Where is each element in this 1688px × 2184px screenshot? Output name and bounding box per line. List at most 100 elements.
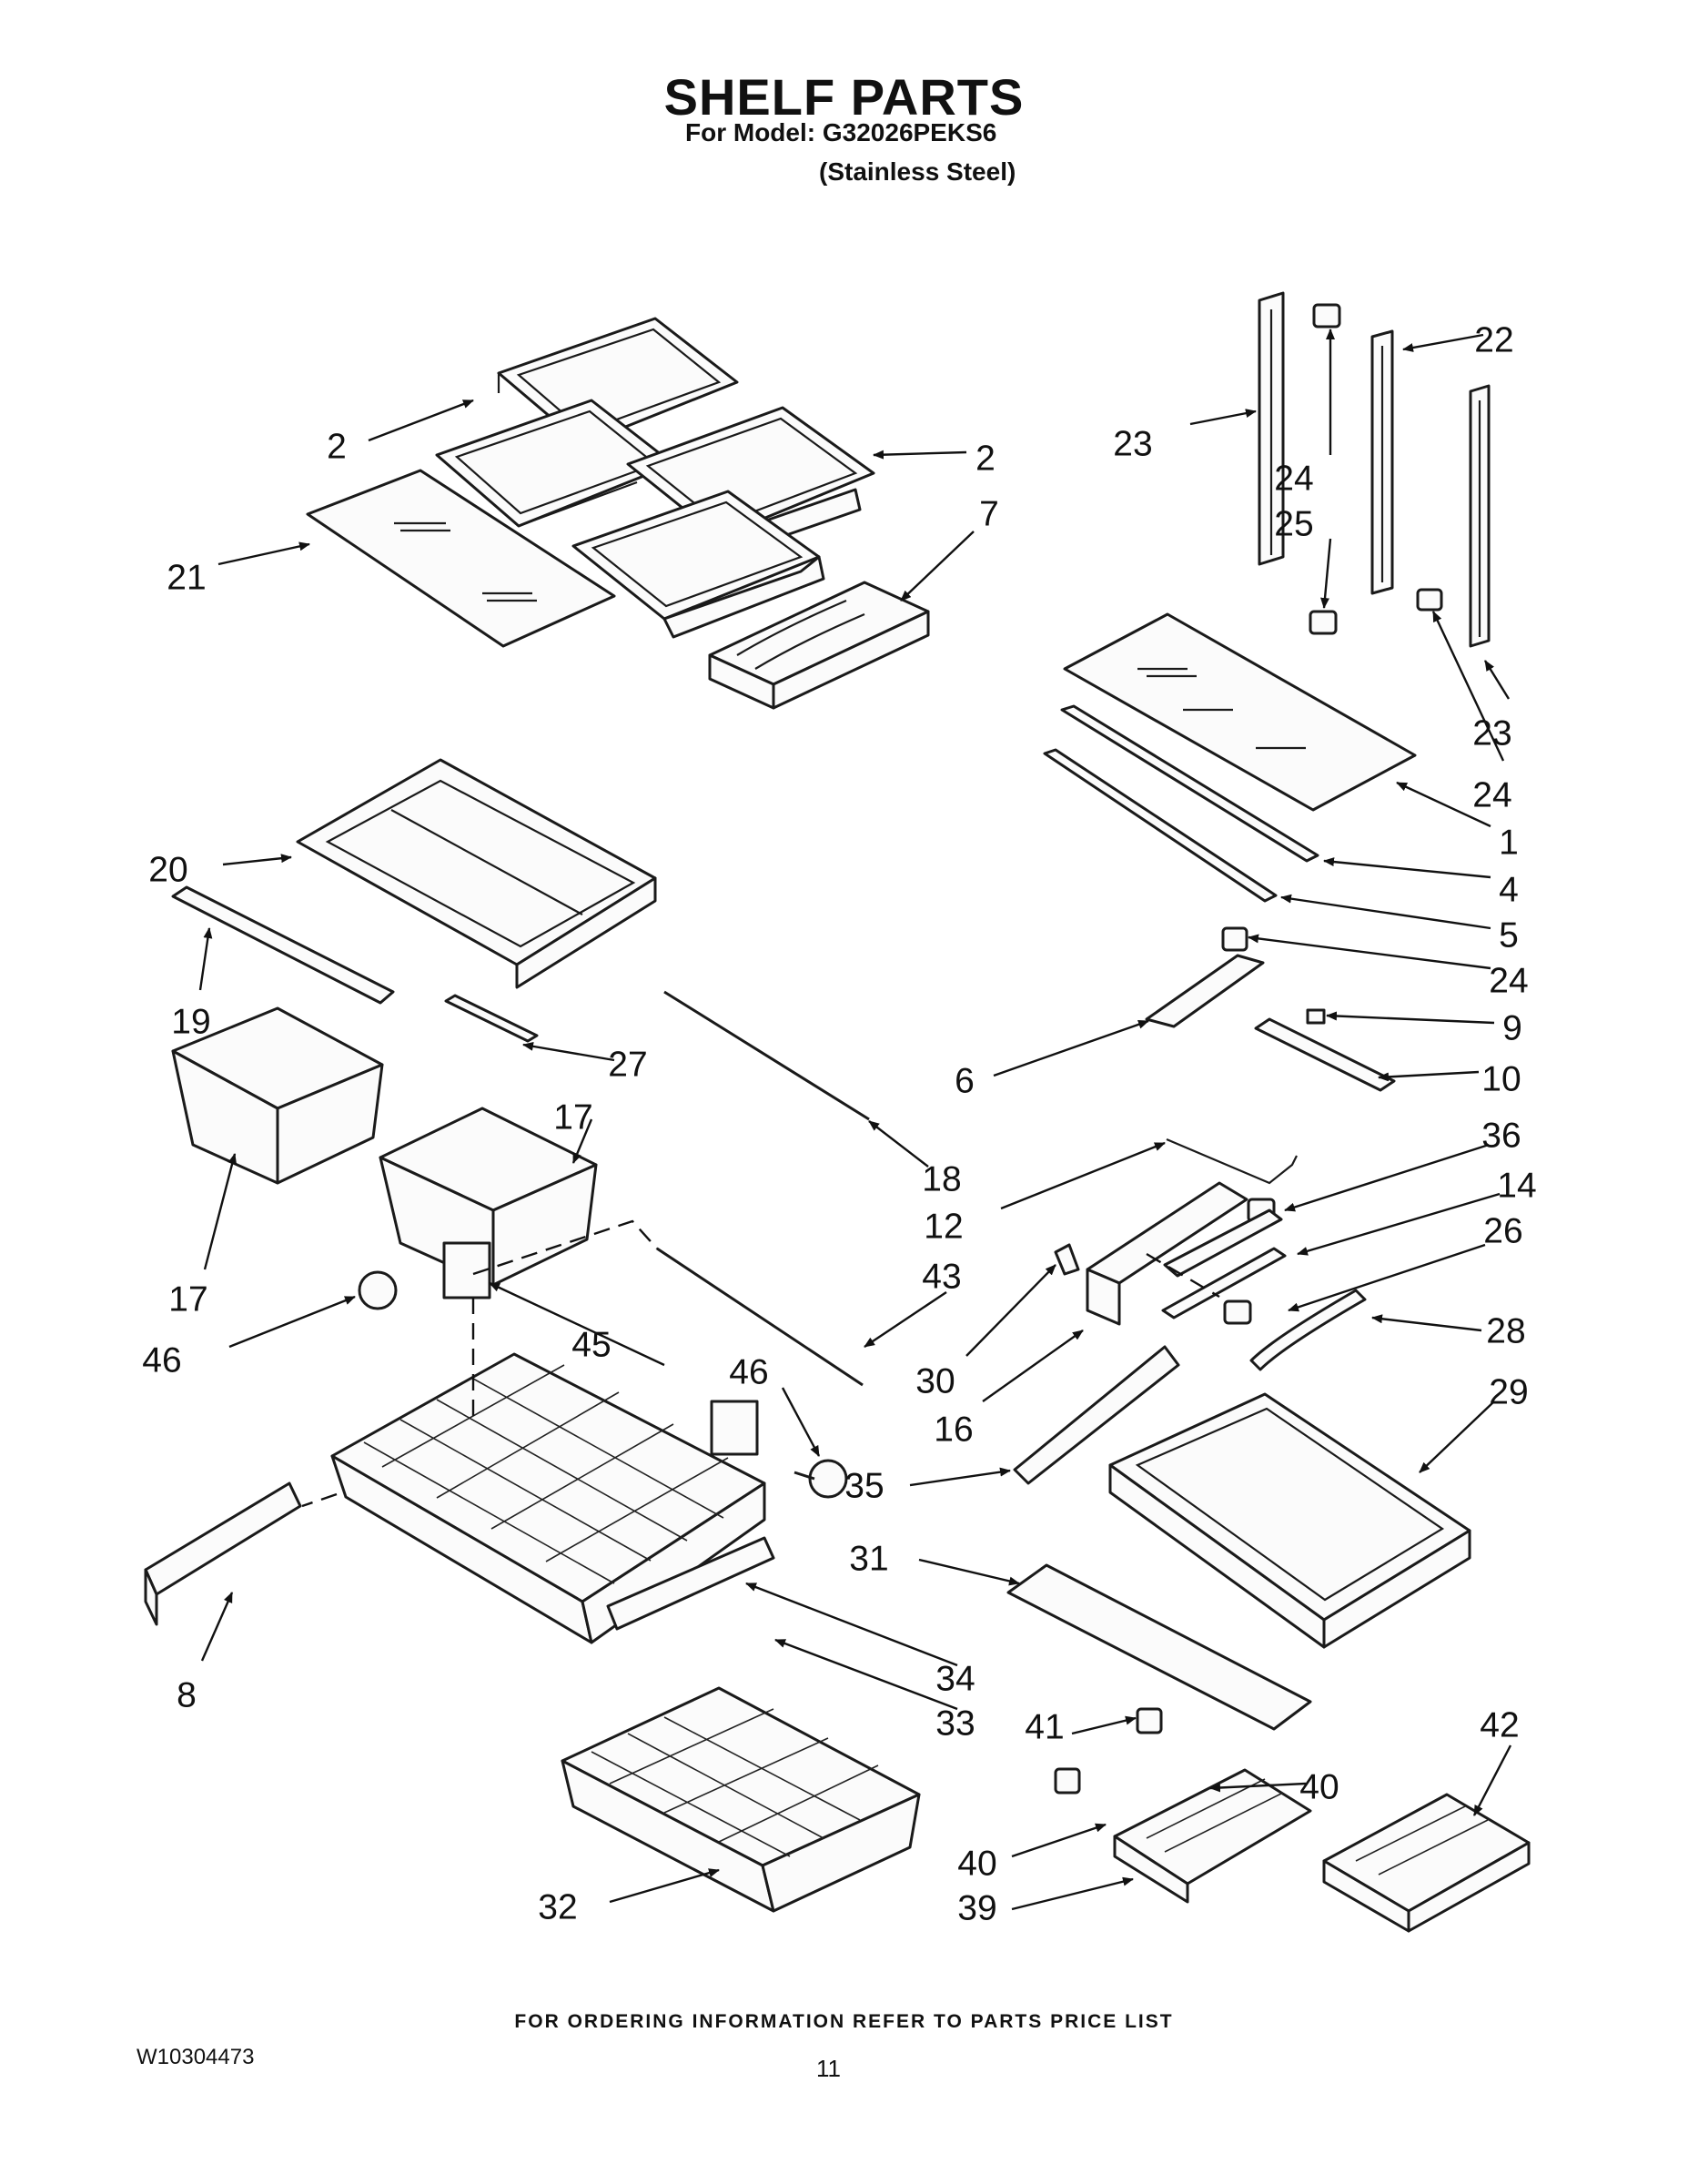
callout-leader-c19 (198, 927, 213, 991)
callout-leader-c4 (1323, 857, 1491, 879)
callout-leader-c8 (200, 1592, 234, 1662)
callout-c40a: 40 (1299, 1767, 1339, 1806)
callout-leader-c2a (368, 399, 474, 442)
part-drawings (144, 291, 1531, 1933)
callout-c16: 16 (934, 1410, 973, 1449)
callout-leader-c5 (1280, 894, 1491, 930)
callout-leader-c33 (774, 1638, 958, 1711)
tray-drawing (708, 581, 930, 710)
callout-leader-c20 (222, 854, 292, 866)
callout-c28: 28 (1486, 1311, 1525, 1350)
callout-leader-c14 (1297, 1192, 1501, 1256)
wire-basket-upper-drawing (330, 1352, 766, 1644)
callout-leader-c10 (1378, 1070, 1480, 1082)
callout-c22: 22 (1474, 320, 1513, 359)
callout-leader-c41 (1071, 1715, 1137, 1735)
callout-c7: 7 (979, 494, 999, 533)
callout-leader-c16 (982, 1330, 1084, 1402)
callout-c39: 39 (957, 1888, 996, 1927)
callout-c46a: 46 (142, 1340, 181, 1380)
callout-c12: 12 (924, 1207, 963, 1246)
callout-leaders (198, 329, 1512, 1911)
callout-c17a: 17 (168, 1279, 207, 1319)
callout-c2b: 2 (975, 439, 996, 478)
alignment-dashes (301, 1219, 1220, 1508)
callout-c8: 8 (177, 1675, 197, 1714)
callout-leader-c30 (965, 1264, 1056, 1357)
callout-c21: 21 (167, 558, 206, 597)
callout-c31: 31 (849, 1539, 888, 1578)
document-number: W10304473 (136, 2045, 255, 2069)
callout-leader-c12 (1000, 1141, 1166, 1210)
callout-leader-c25 (1320, 538, 1332, 609)
callout-c10: 10 (1481, 1059, 1521, 1098)
callout-leader-c9 (1326, 1011, 1495, 1025)
callout-c45: 45 (571, 1325, 611, 1364)
callout-c19: 19 (171, 1002, 210, 1041)
callout-c9: 9 (1502, 1008, 1522, 1047)
callout-c24a: 24 (1274, 459, 1313, 498)
callout-leader-c46b (781, 1387, 821, 1457)
callout-leader-c23a (1189, 409, 1257, 426)
control-assembly-drawing (1086, 1181, 1287, 1326)
callout-leader-c24b (1431, 611, 1505, 762)
callout-c25: 25 (1274, 504, 1313, 543)
crisper-drawer-drawings (171, 1006, 598, 1287)
callout-leader-c35 (909, 1467, 1011, 1487)
callout-leader-c42 (1472, 1744, 1512, 1816)
callout-c23b: 23 (1472, 713, 1511, 753)
callout-c24b: 24 (1472, 775, 1511, 814)
callout-leader-c46a (228, 1295, 356, 1349)
callout-c4: 4 (1499, 870, 1519, 909)
finish-line: (Stainless Steel) (819, 157, 1016, 186)
callout-leader-c22 (1402, 333, 1484, 352)
wire-basket-lower-drawing (561, 1686, 921, 1913)
page-title: SHELF PARTS (663, 68, 1025, 126)
callout-c14: 14 (1497, 1166, 1536, 1205)
callout-leader-c31 (918, 1558, 1020, 1586)
callout-leader-c45 (489, 1281, 665, 1367)
callout-c42: 42 (1480, 1705, 1519, 1744)
callout-leader-c2b (873, 450, 967, 460)
screw-drawings (1054, 303, 1443, 1795)
callout-c36: 36 (1481, 1116, 1521, 1155)
callout-c5: 5 (1499, 915, 1519, 955)
callout-leader-c27 (522, 1041, 615, 1062)
callout-c41: 41 (1025, 1707, 1064, 1746)
callout-c46b: 46 (729, 1352, 768, 1391)
callout-leader-c40b (1011, 1823, 1107, 1858)
callout-leader-c23b (1483, 660, 1511, 700)
callout-c2a: 2 (327, 427, 347, 466)
callout-leader-c7 (900, 531, 975, 602)
callout-c6: 6 (955, 1061, 975, 1100)
callout-leader-c43 (864, 1291, 947, 1348)
callout-c17b: 17 (553, 1097, 592, 1137)
callout-leader-c36 (1284, 1143, 1490, 1212)
callout-c24c: 24 (1489, 961, 1528, 1000)
page-number: 11 (816, 2055, 841, 2082)
callout-leader-c24c (1248, 934, 1491, 970)
callout-c43: 43 (922, 1257, 961, 1296)
callout-c26: 26 (1483, 1211, 1522, 1250)
ordering-info-note: FOR ORDERING INFORMATION REFER TO PARTS … (514, 2011, 1174, 2032)
crisper-cover-drawing (296, 758, 657, 989)
callout-c23a: 23 (1113, 424, 1152, 463)
glass-shelf-right-drawing (1063, 612, 1417, 812)
callout-leader-c34 (745, 1582, 958, 1667)
ice-tray-holder-drawing (1113, 1768, 1312, 1904)
callout-c20: 20 (148, 850, 187, 889)
model-line: For Model: G32026PEKS6 (685, 118, 997, 147)
callout-leader-c39 (1011, 1876, 1134, 1911)
shelf-frame-drawings (435, 317, 875, 639)
callout-c27: 27 (608, 1045, 647, 1084)
callout-leader-c17b (571, 1118, 593, 1164)
ice-cube-tray-drawing (1322, 1793, 1531, 1933)
callout-c30: 30 (915, 1361, 955, 1400)
glass-shelf-drawing (306, 469, 616, 648)
callout-leader-c32 (609, 1868, 720, 1904)
callout-c32: 32 (538, 1887, 577, 1926)
callout-c33: 33 (935, 1704, 975, 1743)
slide-bracket-drawings (358, 1241, 848, 1499)
shelf-rail-drawings (1258, 291, 1491, 648)
